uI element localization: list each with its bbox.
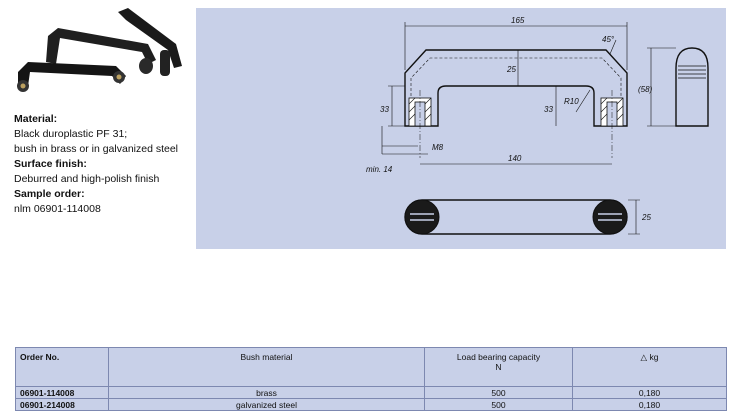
header-bush-material: Bush material xyxy=(108,347,425,387)
header-order-no: Order No. xyxy=(15,347,109,387)
finish-heading: Surface finish: xyxy=(14,158,87,170)
table-row: 06901-214008 galvanized steel 500 0,180 xyxy=(15,398,727,411)
material-line-2: bush in brass or in galvanized steel xyxy=(14,143,179,155)
order-table: Order No. Bush material Load bearing cap… xyxy=(15,347,727,411)
cell-load: 500 xyxy=(424,398,573,411)
dim-height-33-left: 33 xyxy=(380,105,389,114)
header-load-label: Load bearing capacity xyxy=(456,352,541,362)
weight-icon: △ xyxy=(640,352,648,362)
dim-min-depth: min. 14 xyxy=(366,165,393,174)
cell-order-no: 06901-214008 xyxy=(15,398,109,411)
header-weight-label: kg xyxy=(649,352,659,362)
dim-width-25: 25 xyxy=(641,213,651,222)
table-header-row: Order No. Bush material Load bearing cap… xyxy=(15,347,727,387)
material-line-1: Black duroplastic PF 31; xyxy=(14,128,128,140)
material-specs: Material: Black duroplastic PF 31; bush … xyxy=(14,112,204,217)
sample-text: nlm 06901-114008 xyxy=(14,203,101,215)
cell-load: 500 xyxy=(424,386,573,399)
dim-radius: R10 xyxy=(564,97,579,106)
header-load-unit: N xyxy=(495,362,502,372)
dim-height-25: 25 xyxy=(506,65,516,74)
dim-chamfer-angle: 45° xyxy=(602,35,615,44)
cell-order-no: 06901-114008 xyxy=(15,386,109,399)
cell-bush: brass xyxy=(108,386,425,399)
handle-side-view xyxy=(647,47,709,127)
table-row: 06901-114008 brass 500 0,180 xyxy=(15,386,727,399)
dim-hole-spacing: 140 xyxy=(508,154,522,163)
technical-drawing: 165 45° 25 33 33 R10 (58) M8 min. 14 140… xyxy=(196,8,726,249)
material-heading: Material: xyxy=(14,113,58,125)
header-weight: △ kg xyxy=(572,347,727,387)
dim-overall-length: 165 xyxy=(511,16,525,25)
dim-height-33-mid: 33 xyxy=(544,105,553,114)
cell-bush: galvanized steel xyxy=(108,398,425,411)
handle-front-outline xyxy=(404,49,628,127)
dim-thread: M8 xyxy=(432,143,444,152)
header-load-capacity: Load bearing capacity N xyxy=(424,347,573,387)
cell-weight: 0,180 xyxy=(572,398,727,411)
sample-heading: Sample order: xyxy=(14,188,85,200)
dim-total-height: (58) xyxy=(638,85,653,94)
cell-weight: 0,180 xyxy=(572,386,727,399)
product-photo xyxy=(17,8,182,92)
finish-text: Deburred and high-polish finish xyxy=(14,173,160,185)
handle-top-view xyxy=(404,199,640,235)
